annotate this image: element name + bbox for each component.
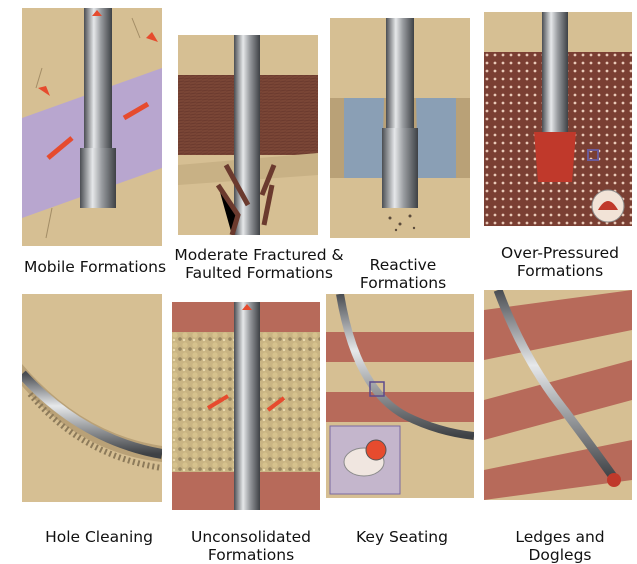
caption-over-pressured-formations: Over-Pressured Formations [488,244,632,280]
ledges-doglegs-illustration [484,290,632,500]
drill-pipe [542,12,568,132]
caption-unconsolidated-formations: Unconsolidated Formations [176,528,326,564]
mobile-formations-illustration [22,8,162,246]
caption-reactive-formations: Reactive Formations [340,256,466,292]
swelling-zone [344,98,384,178]
hole-cleaning-illustration [22,294,162,502]
reactive-formations-illustration [330,18,470,238]
swelling-zone [416,98,456,178]
tool-joint [80,148,116,208]
fractured-formations-illustration [178,35,318,235]
unconsolidated-formations-illustration [172,302,320,510]
caption-key-seating: Key Seating [346,528,458,546]
caption-fractured-formations: Moderate Fractured & Faulted Formations [170,246,348,282]
drill-pipe [234,302,260,510]
drill-bit [534,132,576,182]
tool-joint [382,128,418,208]
caption-ledges-doglegs: Ledges and Doglegs [500,528,620,564]
caption-hole-cleaning: Hole Cleaning [26,528,172,546]
over-pressured-formations-illustration [484,12,632,226]
drill-bit [607,473,621,487]
caption-mobile-formations: Mobile Formations [18,258,172,276]
key-seating-illustration [326,294,474,498]
